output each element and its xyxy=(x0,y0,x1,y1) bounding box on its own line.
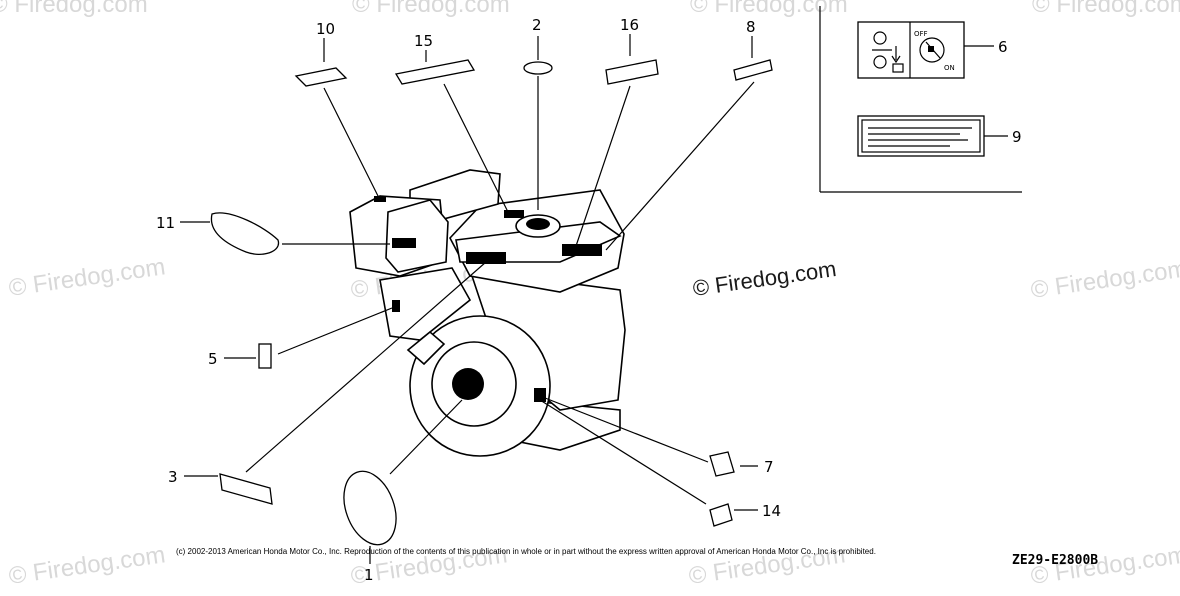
callout-5: 5 xyxy=(208,350,218,368)
label-3-decal xyxy=(219,473,273,505)
label-15-decal xyxy=(394,59,476,85)
copyright-notice: (c) 2002-2013 American Honda Motor Co., … xyxy=(176,547,876,556)
label-9-decal xyxy=(857,115,985,157)
label-16-decal xyxy=(605,59,659,85)
callout-6: 6 xyxy=(998,38,1008,56)
loose-parts xyxy=(210,59,773,546)
callout-16: 16 xyxy=(620,16,639,34)
leader-lines xyxy=(180,34,758,564)
label-10-decal xyxy=(294,67,348,87)
engine-illustration xyxy=(349,169,626,457)
callout-14: 14 xyxy=(762,502,781,520)
watermark: © Firedog.com xyxy=(1029,255,1180,304)
decal-on-text: ON xyxy=(944,64,955,72)
watermark: © Firedog.com xyxy=(7,253,167,302)
callout-1: 1 xyxy=(364,566,374,584)
label-7-decal xyxy=(709,451,735,477)
diagram-code: ZE29-E2800B xyxy=(1012,553,1098,568)
decal-off-text: OFF xyxy=(914,30,928,38)
callout-11: 11 xyxy=(156,214,175,232)
label-1-decal xyxy=(343,470,397,546)
label-2-decal xyxy=(523,61,553,75)
watermark: © Firedog.com xyxy=(7,541,167,590)
callout-15: 15 xyxy=(414,32,433,50)
callout-3: 3 xyxy=(168,468,178,486)
watermark: © Firedog.com xyxy=(0,0,148,18)
callout-7: 7 xyxy=(764,458,774,476)
watermark: © Firedog.com xyxy=(352,0,510,18)
callout-9: 9 xyxy=(1012,128,1022,146)
inset-frame: OFF ON xyxy=(819,6,1022,193)
watermark: © Firedog.com xyxy=(1032,0,1180,18)
watermark-center: © Firedog.com xyxy=(691,256,838,301)
label-14-decal xyxy=(709,503,733,527)
watermark: © Firedog.com xyxy=(690,0,848,18)
label-5-decal xyxy=(258,343,272,369)
callout-10: 10 xyxy=(316,20,335,38)
callout-numbers: 10 15 2 16 8 6 9 11 5 3 1 7 14 xyxy=(156,16,1022,584)
callout-8: 8 xyxy=(746,18,756,36)
label-11-decal xyxy=(210,212,280,255)
callout-2: 2 xyxy=(532,16,542,34)
label-8-decal xyxy=(733,59,773,81)
